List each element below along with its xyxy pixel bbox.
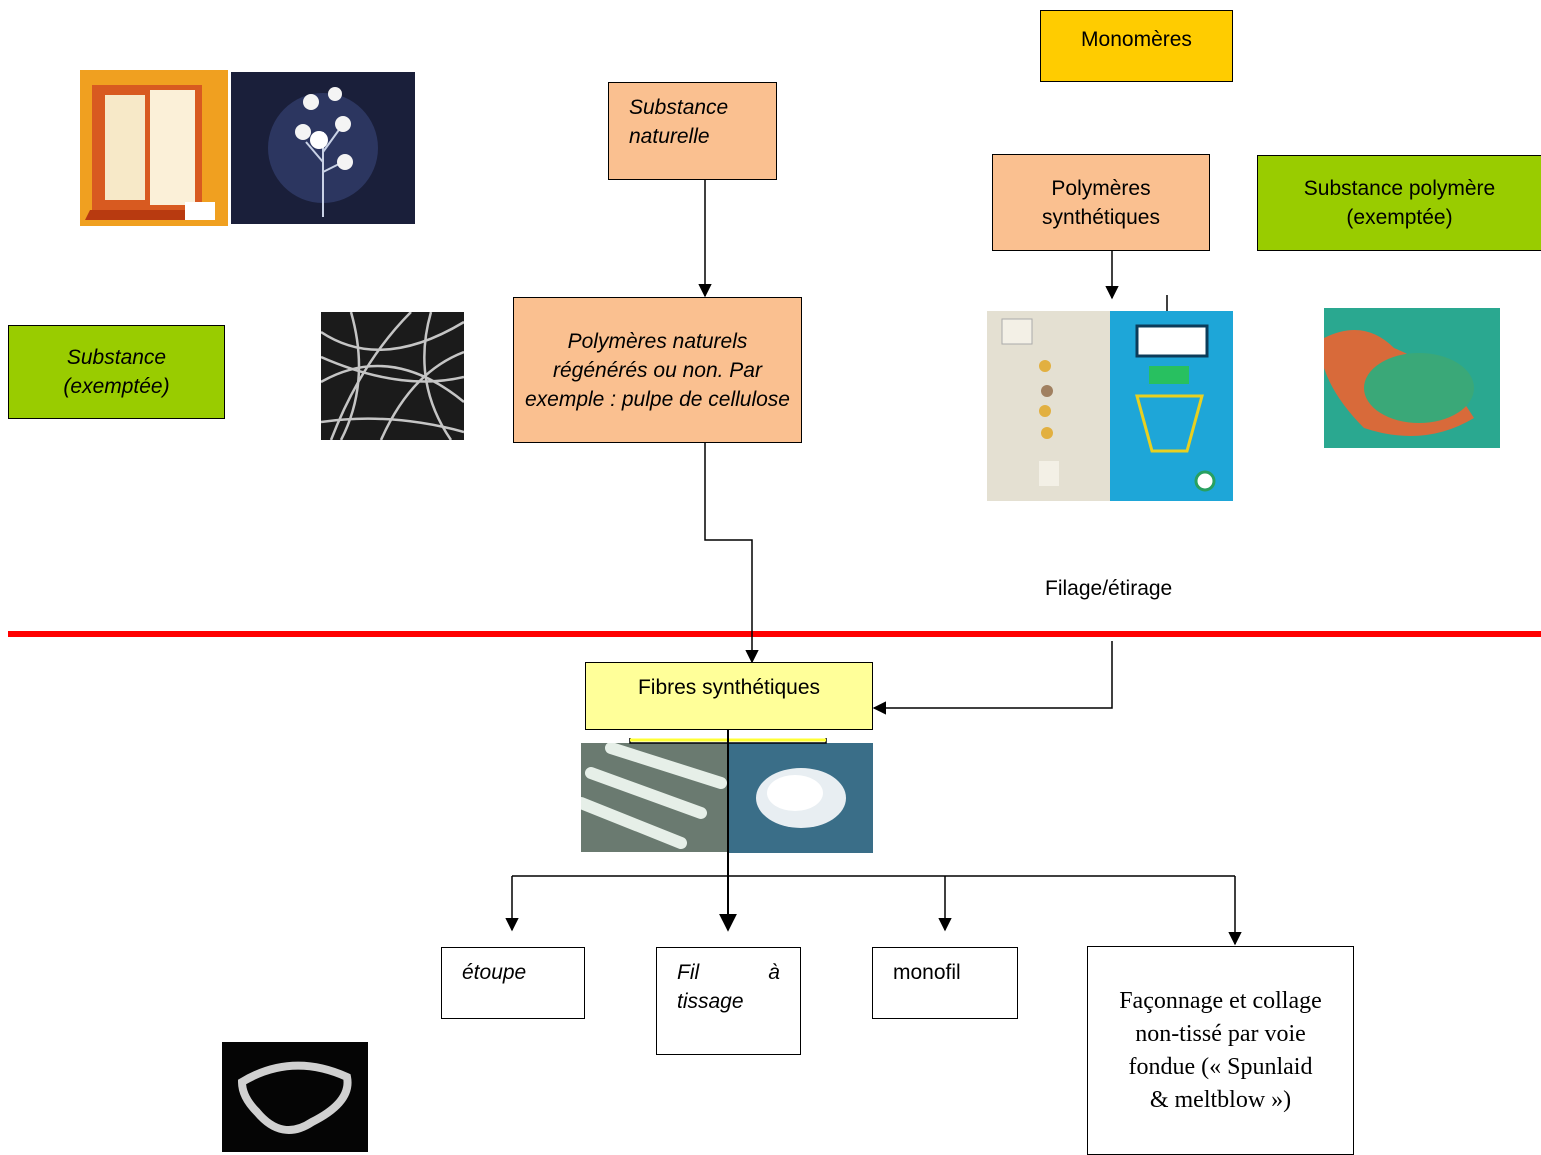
arrow-filage-to-fibres (872, 641, 1113, 715)
monofil-label: monofil (893, 961, 961, 984)
substance-naturelle-label: Substance naturelle (629, 96, 729, 148)
monomeres-box: Monomères (1040, 10, 1233, 82)
monofil-box: monofil (872, 947, 1018, 1019)
substance-exemptee-box: Substance (exemptée) (8, 325, 225, 419)
faconnage-label: Façonnage et collage non-tissé par voie … (1119, 987, 1322, 1113)
polymeres-synthetiques-label: Polymères synthétiques (1042, 176, 1160, 229)
cotton-plant-photo (231, 72, 415, 224)
substance-exemptee-label: Substance (exemptée) (63, 346, 170, 398)
fil-tissage-box: Fil à tissage (656, 947, 801, 1055)
polymeres-synthetiques-box: Polymères synthétiques (992, 154, 1210, 251)
fil-tissage-label: Fil à tissage (677, 961, 780, 1013)
filage-etirage-label: Filage/étirage (1045, 577, 1173, 600)
substance-polymere-label: Substance polymère (exemptée) (1303, 177, 1496, 229)
polymeres-naturels-label: Polymères naturels régénérés ou non. Par… (524, 329, 790, 411)
monomeres-label: Monomères (1081, 28, 1192, 51)
substance-naturelle-box: Substance naturelle (608, 82, 777, 180)
fiber-tuft-photo (727, 743, 873, 853)
faconnage-box: Façonnage et collage non-tissé par voie … (1087, 946, 1354, 1155)
fibres-synthetiques-box: Fibres synthétiques (585, 662, 873, 730)
fiber-mesh-micrograph (321, 312, 464, 440)
substance-polymere-box: Substance polymère (exemptée) (1257, 155, 1541, 251)
tow-bundle-photo (222, 1042, 368, 1152)
fibres-synthetiques-label: Fibres synthétiques (637, 676, 821, 699)
spinning-process-illustration (987, 311, 1233, 501)
etoupe-box: étoupe (441, 947, 585, 1019)
polymeres-naturels-box: Polymères naturels régénérés ou non. Par… (513, 297, 802, 443)
hand-with-granules-photo (1324, 308, 1500, 448)
etoupe-label: étoupe (462, 961, 527, 984)
synthetic-fiber-micrograph (581, 743, 727, 852)
book-pages-photo (80, 70, 228, 226)
arrow-polymeres-to-fibres (704, 443, 759, 664)
